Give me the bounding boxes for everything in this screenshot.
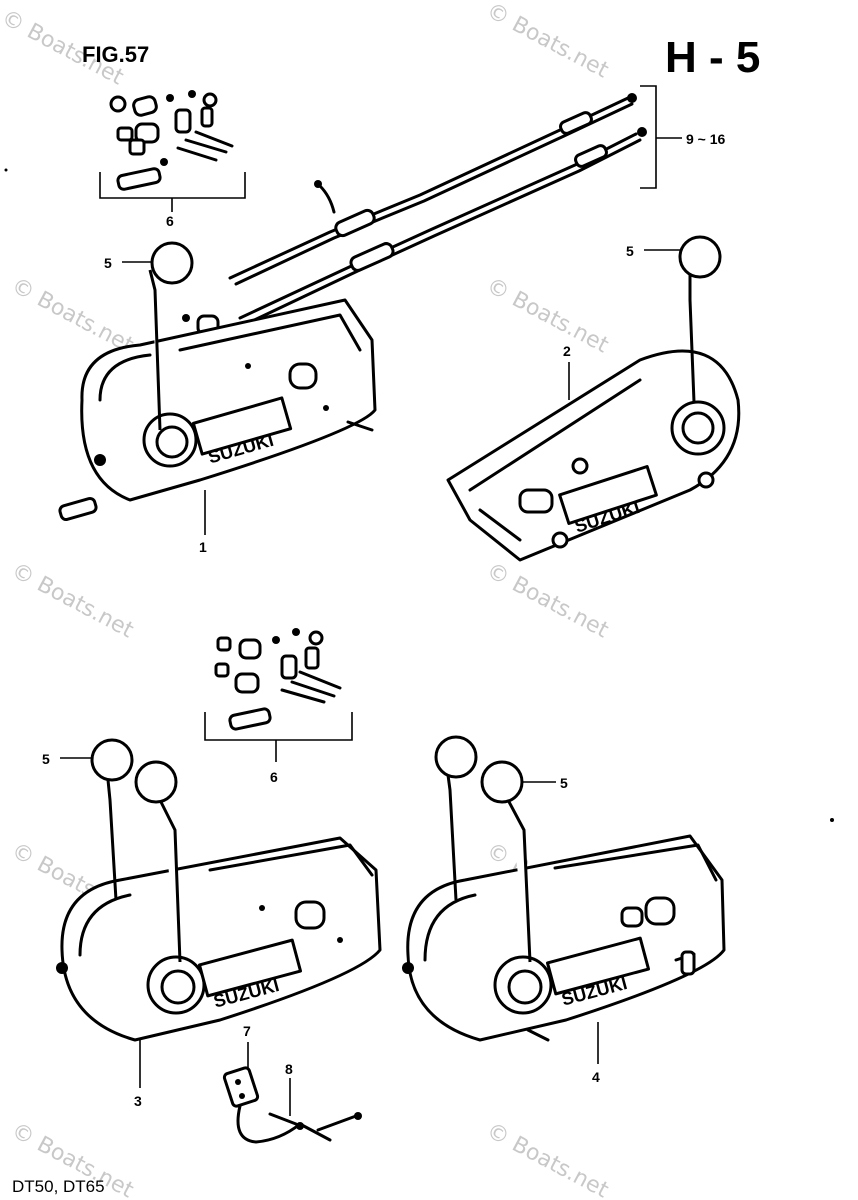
callout-2: 2	[563, 343, 571, 359]
watermark: © Boats.net	[7, 558, 138, 643]
remote-control-box-1: SUZUKI	[58, 241, 377, 522]
callout-4: 4	[592, 1069, 600, 1085]
models-label: DT50, DT65	[12, 1177, 105, 1196]
callout-5: 5	[626, 243, 634, 259]
callout-5: 5	[104, 255, 112, 271]
callout-9-16: 9 ~ 16	[686, 131, 726, 147]
callout-5: 5	[560, 775, 568, 791]
callout-6-top: 6	[166, 213, 174, 229]
remote-control-box-3: SUZUKI	[56, 738, 382, 1042]
watermark: © Boats.net	[7, 273, 138, 358]
neutral-switch	[222, 1066, 362, 1144]
hardware-kit-top	[99, 90, 246, 212]
callout-3: 3	[134, 1093, 142, 1109]
callout-6-middle: 6	[270, 769, 278, 785]
callout-1: 1	[199, 539, 207, 555]
watermark: © Boats.net	[482, 1118, 613, 1200]
remote-control-box-4: SUZUKI	[402, 735, 726, 1042]
remote-control-box-2: SUZUKI	[446, 235, 741, 562]
callout-8: 8	[285, 1061, 293, 1077]
figure-label: FIG.57	[82, 42, 149, 67]
hardware-kit-middle	[204, 628, 353, 762]
callout-7: 7	[243, 1023, 251, 1039]
stray-mark	[4, 168, 8, 172]
stray-mark	[830, 818, 834, 822]
watermark: © Boats.net	[482, 273, 613, 358]
callout-5: 5	[42, 751, 50, 767]
section-label: H - 5	[665, 33, 760, 82]
control-cables	[182, 93, 647, 336]
watermark: © Boats.net	[482, 0, 613, 83]
cable-bracket	[640, 85, 657, 189]
watermark: © Boats.net	[482, 558, 613, 643]
